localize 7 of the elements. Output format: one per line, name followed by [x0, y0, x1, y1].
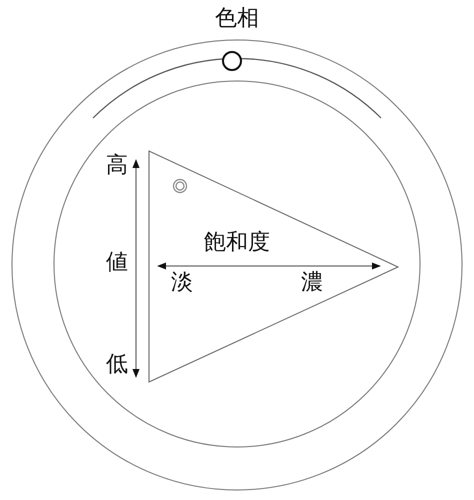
axis-label: 値 — [106, 252, 128, 274]
axis-label: 高 — [106, 155, 128, 177]
axis-label: 色相 — [215, 8, 259, 30]
axis-label: 低 — [106, 354, 128, 376]
axis-label: 淡 — [171, 272, 193, 294]
axis-label: 飽和度 — [204, 232, 270, 254]
axis-label: 濃 — [301, 272, 323, 294]
